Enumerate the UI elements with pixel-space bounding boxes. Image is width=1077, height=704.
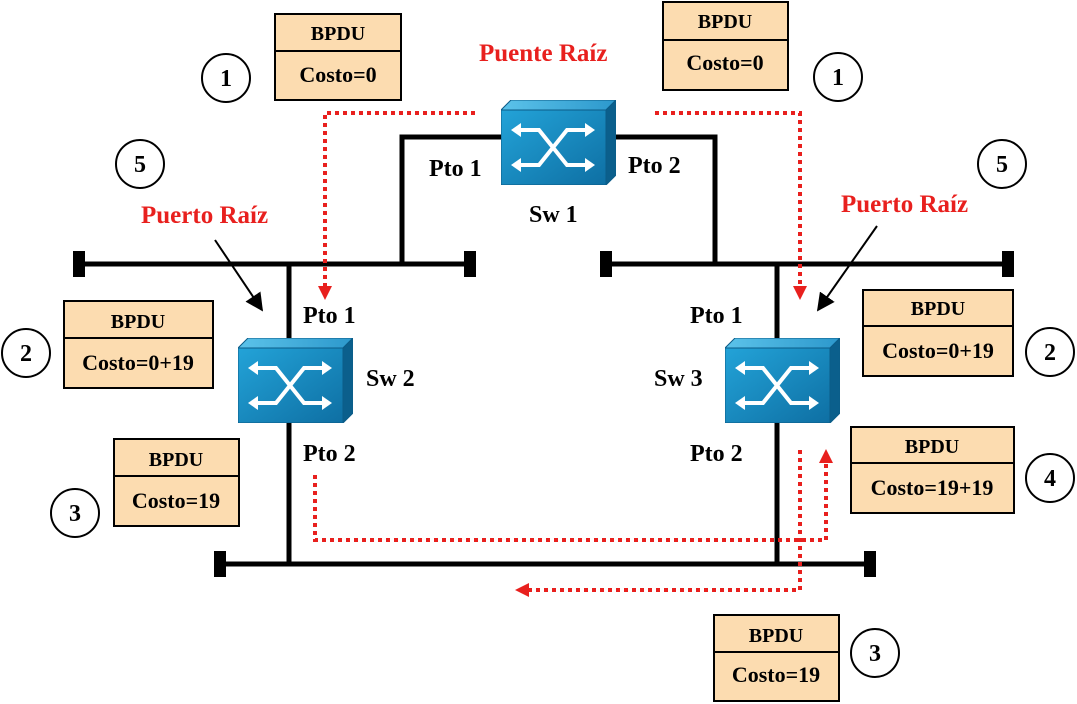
root-bridge-label: Puente Raíz — [479, 40, 607, 67]
sw1-port1-cable — [399, 134, 503, 264]
root-port-pointer-right — [816, 225, 878, 312]
sw2-port2-label: Pto 2 — [303, 441, 356, 467]
segment-bottom — [214, 551, 876, 577]
step-4-right: 4 — [1025, 453, 1075, 503]
bpdu-title: BPDU — [911, 298, 965, 320]
bpdu-title: BPDU — [749, 625, 803, 647]
bpdu-cost: Costo=19 — [732, 662, 820, 687]
root-port-pointer-left — [214, 239, 264, 312]
bpdu-box-7: BPDU Costo=19 — [713, 614, 840, 702]
bpdu-box-3: BPDU Costo=0+19 — [63, 300, 214, 389]
segment-left — [73, 251, 476, 277]
step-3-bottom: 3 — [850, 628, 900, 678]
bpdu-box-6: BPDU Costo=19+19 — [850, 426, 1015, 514]
bpdu-title: BPDU — [698, 11, 752, 33]
step-number: 5 — [134, 152, 146, 178]
sw3-port2-label: Pto 2 — [690, 441, 743, 467]
step-5-left: 5 — [115, 139, 165, 189]
sw3-name: Sw 3 — [654, 366, 703, 392]
step-2-right: 2 — [1025, 327, 1075, 377]
step-number: 2 — [1044, 340, 1056, 366]
flow-sw1-to-sw3 — [655, 111, 807, 300]
bpdu-box-5: BPDU Costo=19 — [113, 438, 240, 527]
step-1-right: 1 — [813, 52, 863, 102]
switch-sw3-icon — [725, 338, 840, 423]
step-2-left: 2 — [1, 328, 51, 378]
root-port-label-right: Puerto Raíz — [841, 191, 968, 218]
step-number: 3 — [869, 641, 881, 667]
step-number: 1 — [832, 65, 844, 91]
segment-right — [600, 251, 1014, 277]
flow-sw1-to-sw2 — [318, 111, 475, 300]
step-number: 5 — [996, 152, 1008, 178]
switch-sw2-icon — [238, 338, 353, 423]
bpdu-cost: Costo=19+19 — [871, 475, 994, 500]
bpdu-cost: Costo=19 — [132, 488, 220, 513]
sw2-name: Sw 2 — [366, 366, 415, 392]
root-port-label-left: Puerto Raíz — [141, 202, 268, 229]
bpdu-box-4: BPDU Costo=0+19 — [862, 289, 1014, 377]
sw1-name: Sw 1 — [529, 202, 578, 228]
bpdu-box-2: BPDU Costo=0 — [662, 1, 789, 91]
bpdu-title: BPDU — [311, 23, 365, 45]
flow-sw3-to-sw2 — [515, 450, 802, 597]
flow-sw2-to-sw3 — [313, 449, 833, 542]
step-5-right: 5 — [977, 139, 1027, 189]
step-1-left: 1 — [201, 53, 251, 103]
bpdu-cost: Costo=0 — [686, 50, 763, 75]
step-number: 3 — [69, 501, 81, 527]
bpdu-title: BPDU — [149, 449, 203, 471]
sw1-port1-label: Pto 1 — [429, 156, 482, 182]
step-number: 2 — [20, 341, 32, 367]
bpdu-cost: Costo=0+19 — [82, 350, 194, 375]
bpdu-title: BPDU — [111, 311, 165, 333]
sw2-port1-label: Pto 1 — [303, 303, 356, 329]
step-number: 4 — [1044, 466, 1056, 492]
bpdu-cost: Costo=0+19 — [882, 338, 994, 363]
bpdu-title: BPDU — [905, 436, 959, 458]
switch-sw1-icon — [501, 100, 616, 185]
bpdu-cost: Costo=0 — [299, 62, 376, 87]
bpdu-box-1: BPDU Costo=0 — [274, 13, 402, 101]
step-3-left: 3 — [50, 488, 100, 538]
sw1-port2-label: Pto 2 — [628, 153, 681, 179]
step-number: 1 — [220, 66, 232, 92]
sw1-port2-cable — [612, 134, 718, 264]
sw3-port1-label: Pto 1 — [690, 303, 743, 329]
